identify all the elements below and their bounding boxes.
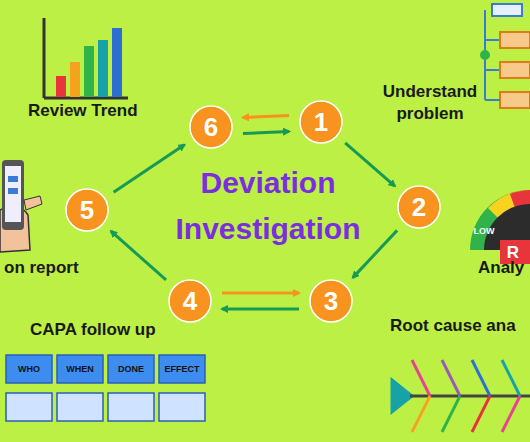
bar-chart-icon: [44, 18, 128, 98]
step-label: Root cause ana: [390, 315, 516, 337]
gauge-icon: [470, 190, 530, 264]
table-cell: EFFECT: [159, 364, 205, 374]
gauge-letter: R: [498, 242, 528, 264]
flow-arrow: [243, 131, 289, 133]
step-label: on report: [4, 257, 79, 279]
step-circle: 2: [397, 185, 441, 229]
gauge-label: LOW: [472, 226, 496, 236]
step-label: Understand problem: [366, 81, 494, 125]
step-number: 2: [397, 185, 441, 229]
step-number: 1: [299, 100, 343, 144]
diagram-title: Deviation Investigation: [150, 160, 386, 252]
step-circle: 3: [309, 279, 353, 323]
step-number: 3: [309, 279, 353, 323]
step-number: 6: [189, 105, 233, 149]
flow-arrow: [111, 231, 166, 280]
flowchart-icon: [481, 4, 530, 108]
table-cell: WHO: [6, 364, 52, 374]
step-circle: 4: [168, 279, 212, 323]
step-circle: 1: [299, 100, 343, 144]
flow-arrow: [345, 143, 395, 186]
step-label: CAPA follow up: [30, 319, 156, 341]
step-number: 5: [65, 188, 109, 232]
table-cell: DONE: [108, 364, 154, 374]
flow-arrow: [243, 115, 289, 117]
step-circle: 5: [65, 188, 109, 232]
step-number: 4: [168, 279, 212, 323]
fishbone-icon: [392, 360, 530, 432]
step-label: Review Trend: [28, 100, 138, 122]
phone-icon: [0, 160, 42, 252]
step-circle: 6: [189, 105, 233, 149]
flow-arrow: [114, 145, 185, 192]
flow-arrow: [222, 292, 299, 295]
table-icon: [6, 355, 205, 421]
table-cell: WHEN: [57, 364, 103, 374]
flow-arrow: [222, 308, 299, 311]
